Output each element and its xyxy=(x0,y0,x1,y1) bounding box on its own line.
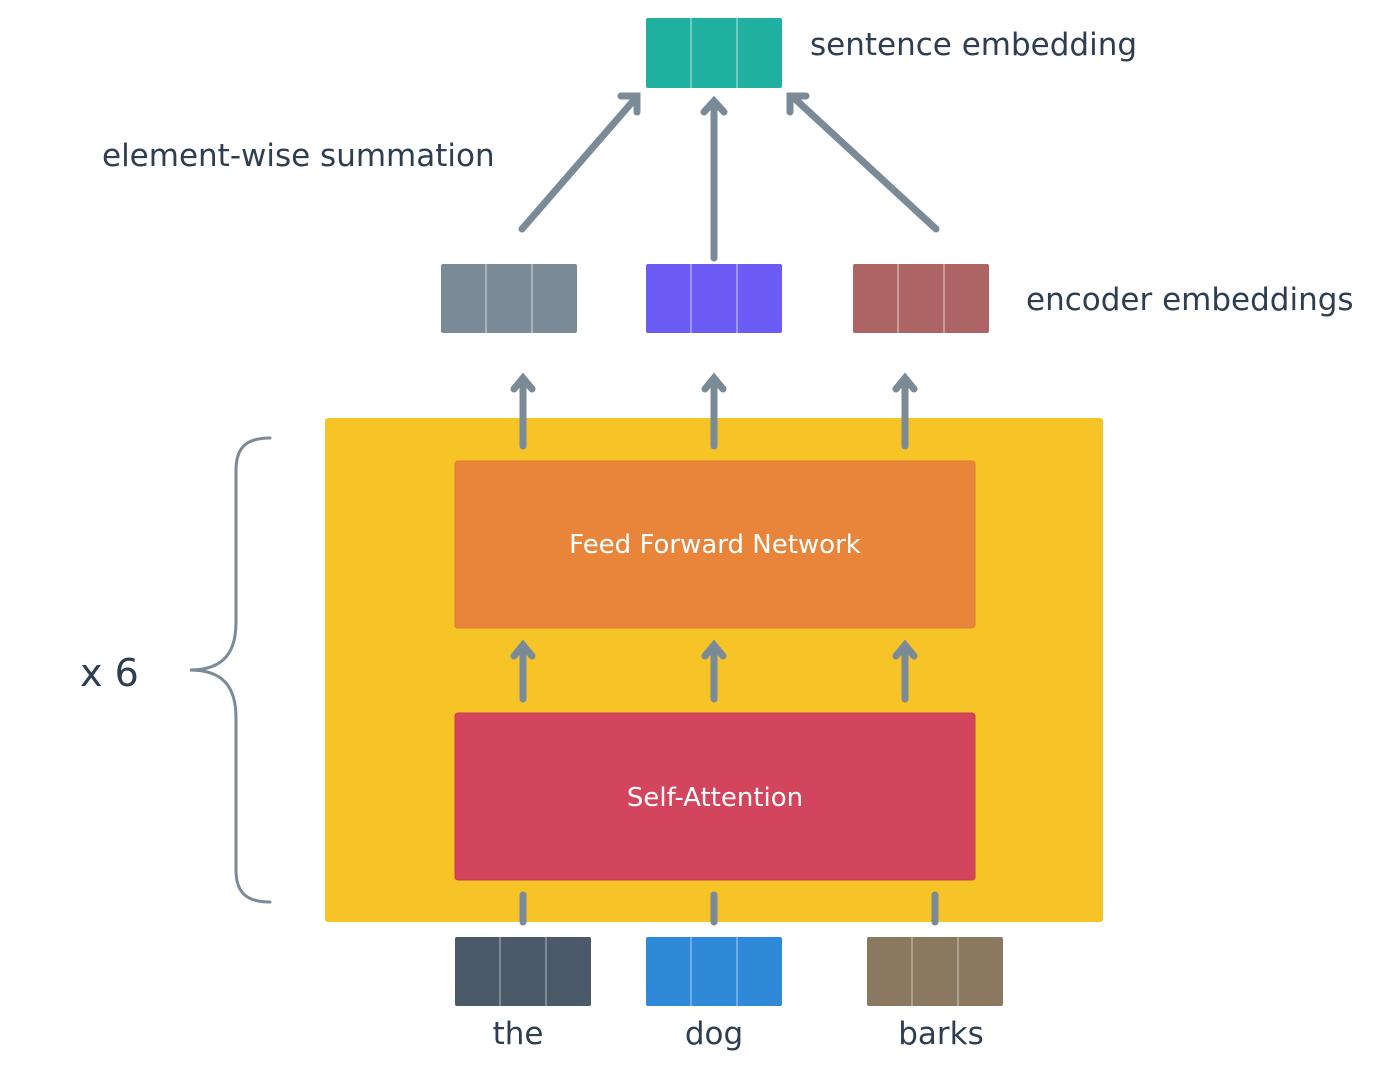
encoder-embedding-vector-3 xyxy=(853,264,989,333)
sum-arrow-middle-head xyxy=(700,95,728,116)
sentence-embedding-vector xyxy=(646,18,782,88)
element-wise-summation-label: element-wise summation xyxy=(102,138,495,174)
token-word-the: the xyxy=(493,1016,544,1052)
output-arrows xyxy=(510,372,918,450)
feed-forward-network-label: Feed Forward Network xyxy=(569,530,861,560)
sum-arrow-left xyxy=(518,96,638,233)
encoder-embeddings-label: encoder embeddings xyxy=(1026,282,1354,318)
feed-forward-network-block xyxy=(454,460,976,629)
token-word-dog: dog xyxy=(685,1016,743,1052)
encoder-embedding-vector-2 xyxy=(646,264,782,333)
token-embedding-dog xyxy=(646,937,782,1006)
encoder-embedding-vector-1 xyxy=(441,264,577,333)
self-attention-label: Self-Attention xyxy=(627,783,803,813)
sum-arrow-left-head xyxy=(617,92,641,116)
token-embedding-the xyxy=(455,937,591,1006)
sentence-embedding-label: sentence embedding xyxy=(810,27,1137,63)
repeat-count-label: x 6 xyxy=(80,651,139,695)
token-embedding-barks xyxy=(867,937,1003,1006)
inner-arrows xyxy=(510,639,918,703)
self-attention-block xyxy=(454,712,976,881)
sum-arrow-right xyxy=(790,94,940,233)
summation-arrows xyxy=(518,92,940,262)
token-word-barks: barks xyxy=(898,1016,984,1052)
sum-arrow-right-head xyxy=(786,92,810,116)
input-connectors xyxy=(519,891,939,926)
repeat-brace xyxy=(189,436,272,904)
